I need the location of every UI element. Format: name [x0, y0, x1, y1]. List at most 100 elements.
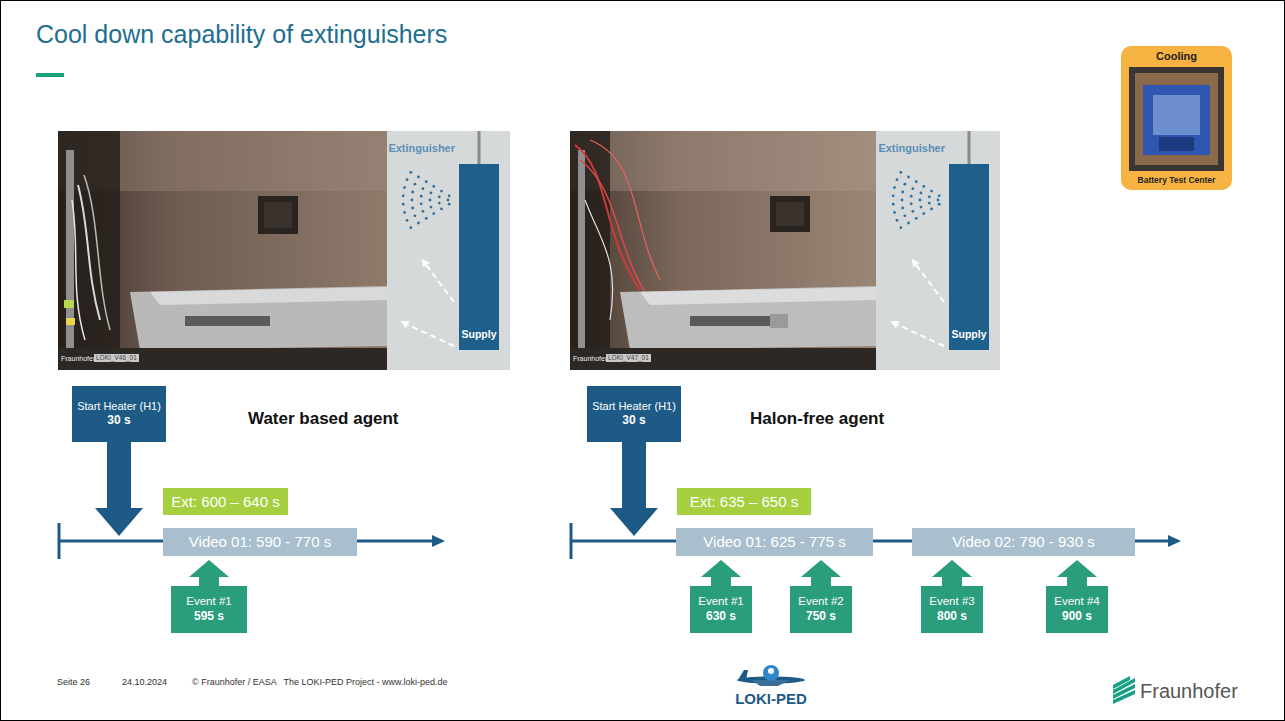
timeline-axis [570, 523, 1181, 559]
video-still [770, 196, 810, 232]
spray-dot [417, 222, 420, 225]
company-logo [1113, 676, 1135, 704]
spray-dot [915, 180, 918, 183]
event-box: Event #2750 s [790, 586, 852, 633]
node-text: Event #1 [698, 595, 743, 609]
video-still [66, 318, 75, 325]
spray-dot [928, 202, 931, 205]
video-still [570, 131, 876, 370]
spray-dot [425, 180, 428, 183]
video-still [78, 185, 100, 320]
spray-dot [420, 202, 423, 205]
node-text: 750 s [806, 609, 836, 623]
company-logo-text: Fraunhofer [1140, 679, 1238, 703]
spray-dot [912, 210, 915, 213]
heater-arrow [95, 508, 143, 536]
heater-arrow [107, 440, 131, 510]
video-still [58, 348, 387, 370]
video-still [150, 287, 387, 305]
video-still [130, 286, 387, 350]
event-box: Event #1630 s [690, 586, 752, 633]
event-box: Event #1595 s [171, 586, 247, 633]
test-center-photo [1129, 67, 1224, 171]
video-watermark: Fraunhofer [573, 355, 607, 363]
heater-arrow [95, 440, 658, 536]
spray-dot [440, 190, 443, 193]
video-still [570, 131, 876, 191]
video-still [185, 316, 270, 326]
heater-arrow [610, 508, 658, 536]
node-text: 900 s [1062, 609, 1092, 623]
spray-dot [893, 211, 896, 214]
agent-caption: Halon-free agent [750, 409, 884, 429]
spray-dot [402, 194, 405, 197]
video-still [776, 202, 804, 226]
spray-dot [403, 186, 406, 189]
spray-dot [896, 219, 899, 222]
spray-dot [429, 199, 432, 202]
spray-dots [402, 171, 451, 229]
spray-dot [901, 199, 904, 202]
extinguish-box: Ext: 600 – 640 s [163, 488, 288, 515]
spray-dot [915, 217, 918, 220]
heater-arrow [622, 440, 646, 510]
extinguisher-sketch [387, 131, 510, 370]
project-logo [737, 665, 805, 686]
timeline-axis [432, 535, 445, 547]
spray-dot [920, 192, 923, 195]
page-number: Seite 26 [57, 677, 90, 688]
spray-dot [403, 211, 406, 214]
spray-dot [907, 176, 910, 179]
extinguisher-unit: ExtinguisherSupply [459, 164, 499, 350]
node-text: Start Heater (H1) [592, 400, 676, 413]
video-still [258, 196, 298, 234]
title-accent [36, 73, 64, 77]
spray-dot [912, 187, 915, 190]
copyright-note: © Fraunhofer / EASA The LOKI-PED Project… [192, 677, 448, 688]
spray-dot [930, 208, 933, 211]
extinguisher-sketch [478, 131, 481, 166]
spray-dot [414, 183, 417, 186]
spray-dot [892, 194, 895, 197]
spray-dot [892, 203, 895, 206]
extinguisher-sketch [876, 131, 1000, 370]
event-arrow [701, 560, 741, 577]
spray-dot [402, 203, 405, 206]
timeline-axis [58, 523, 61, 559]
spray-dot [893, 186, 896, 189]
spray-dot [448, 203, 451, 206]
node-text: 30 s [107, 413, 130, 427]
extinguisher-label: Extinguisher [388, 142, 455, 155]
spray-dot [899, 171, 902, 174]
spray-dot [417, 176, 420, 179]
spray-dot [438, 196, 441, 199]
spray-dot [425, 217, 428, 220]
spray-dot [422, 187, 425, 190]
video-still [770, 314, 788, 328]
project-logo [738, 670, 748, 680]
spray-dot [447, 199, 450, 202]
spray-dot [930, 190, 933, 193]
spray-dot [406, 178, 409, 181]
supply-label: Supply [459, 328, 499, 341]
video-still [690, 316, 770, 326]
spray-dot [411, 207, 414, 210]
node-text: Video 02: 790 - 930 s [952, 533, 1094, 551]
spray-dot [409, 226, 412, 229]
video-still [58, 131, 387, 370]
extinguish-box: Ext: 635 – 650 s [677, 488, 811, 515]
video-still [620, 286, 876, 350]
extinguisher-sketch [404, 323, 454, 346]
video-still [640, 287, 876, 305]
project-logo-text: LOKI-PED [735, 690, 807, 708]
spray-dot [411, 191, 414, 194]
badge-heading: Cooling [1121, 50, 1232, 63]
node-text: 630 s [706, 609, 736, 623]
video-still [570, 348, 876, 370]
spray-dot [904, 214, 907, 217]
spray-dot [432, 212, 435, 215]
spray-dot [432, 185, 435, 188]
spray-dot [904, 183, 907, 186]
node-text: Start Heater (H1) [77, 400, 161, 413]
